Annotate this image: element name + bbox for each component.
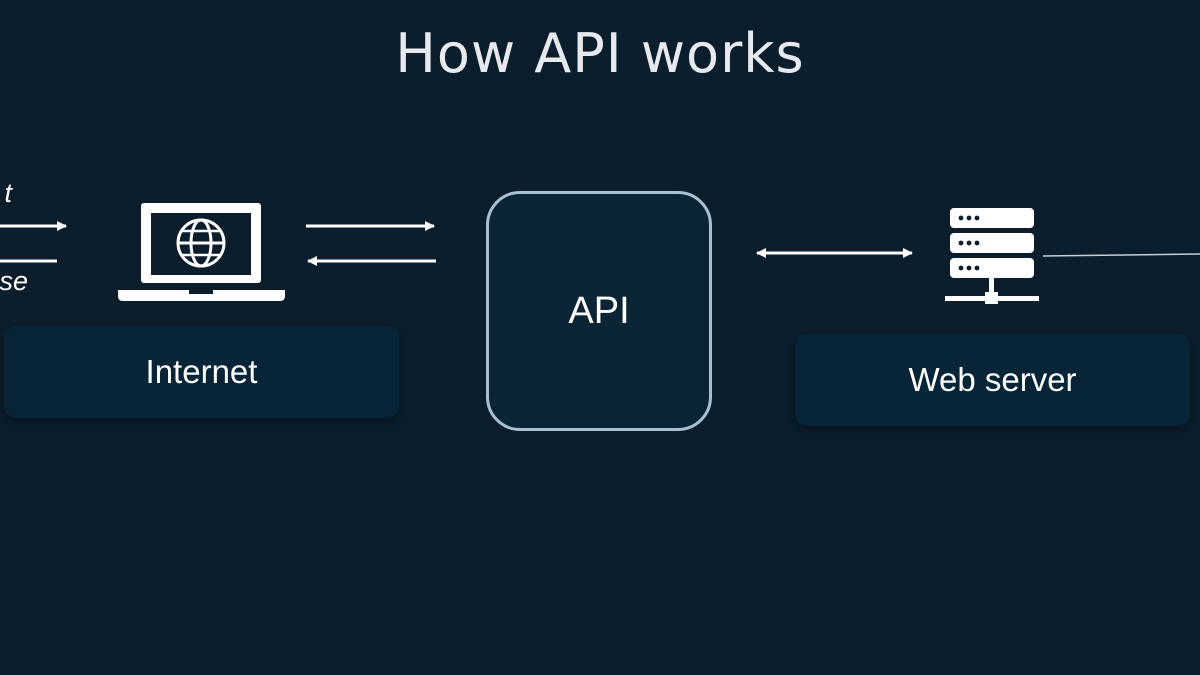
laptop-globe-icon: [118, 203, 285, 301]
request-label-fragment: t: [4, 178, 12, 208]
internet-node: Internet: [4, 326, 399, 418]
web-server-node: Web server: [795, 334, 1190, 426]
api-node: API: [486, 191, 712, 431]
page-title: How API works: [395, 22, 805, 85]
response-label-fragment: se: [0, 266, 28, 296]
server-rack-icon: [945, 208, 1039, 304]
server-to-database-line: [1042, 253, 1200, 257]
web-server-label: Web server: [908, 361, 1077, 398]
api-label: API: [568, 289, 630, 332]
internet-label: Internet: [145, 353, 258, 390]
